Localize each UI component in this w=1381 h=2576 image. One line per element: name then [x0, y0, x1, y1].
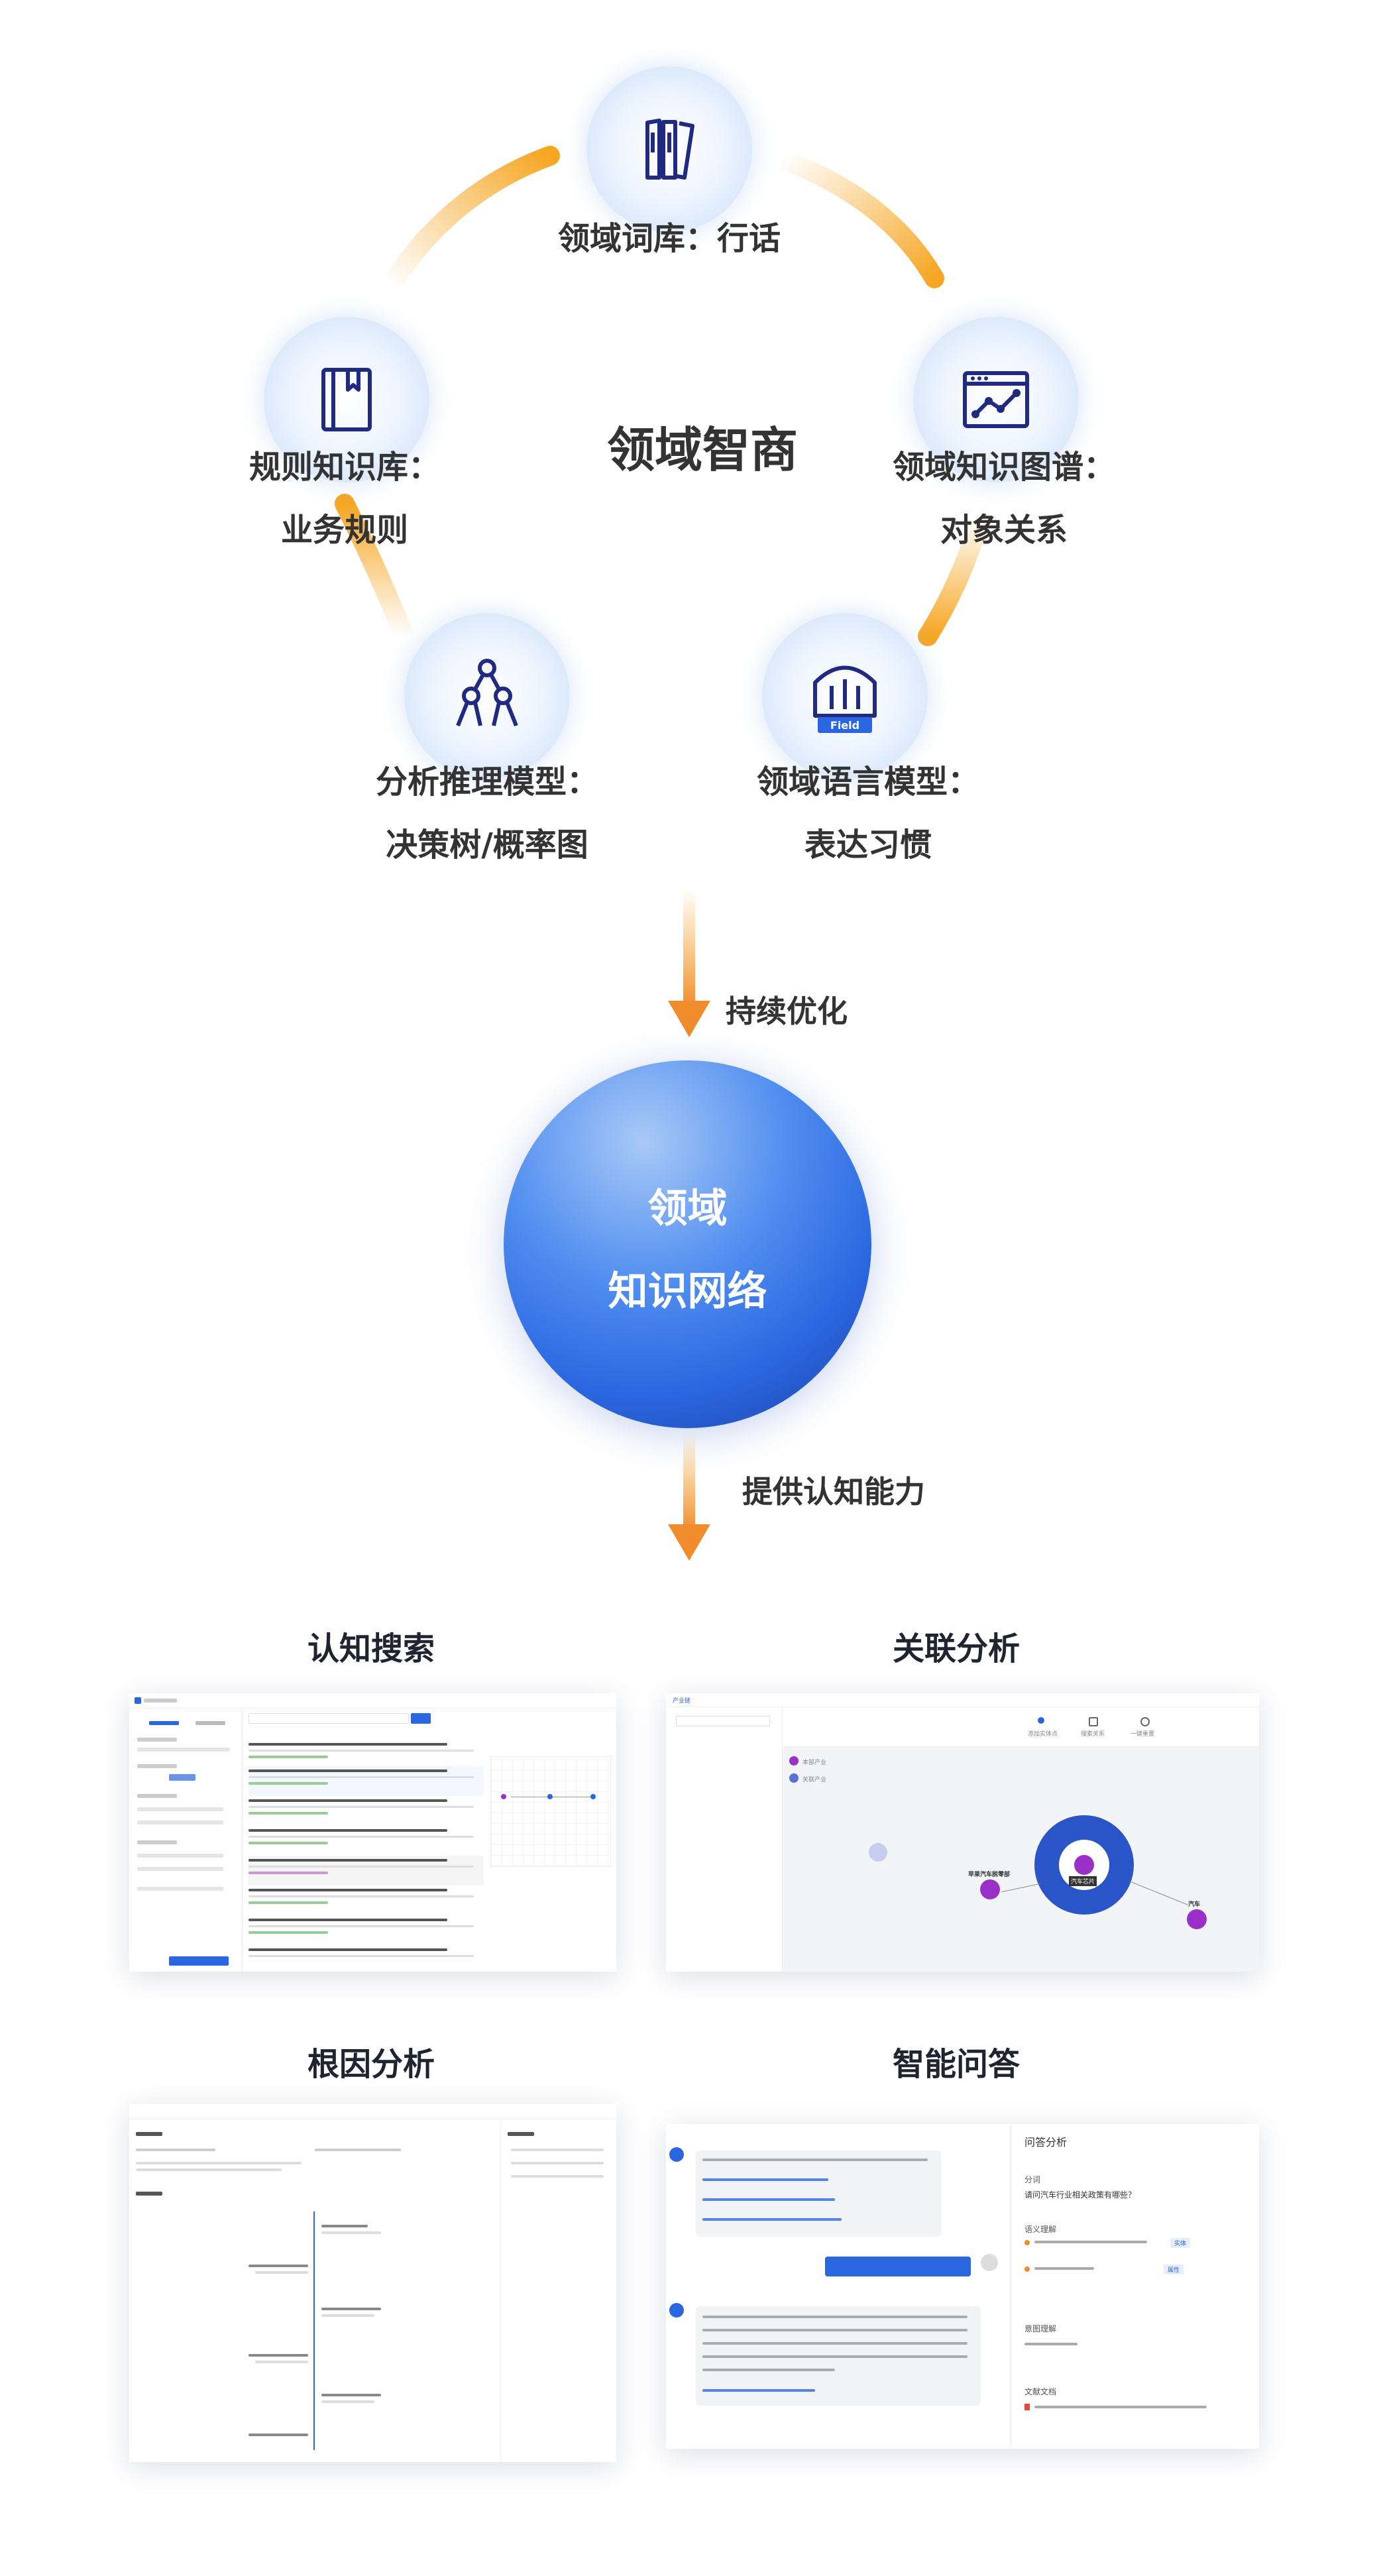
faded-node: [869, 1843, 887, 1862]
search-shot-results: [249, 1740, 484, 1965]
book-icon: [321, 368, 372, 431]
assoc-shot-sidebar: [666, 1707, 783, 1972]
field-badge: Field: [830, 719, 859, 732]
language-label-1: 领域语言模型：: [756, 763, 979, 801]
assoc-sidebar-title: 产业链: [673, 1698, 691, 1705]
arc-top-right: [772, 149, 944, 288]
qa-section-1: 分词: [1024, 2175, 1041, 2184]
center-title: 领域智商: [606, 422, 798, 478]
tree-icon: [456, 659, 518, 727]
search-shot-button: [411, 1713, 431, 1724]
legend-label-1: 本部产业: [802, 1760, 827, 1766]
node-right-label: 汽车: [1188, 1901, 1201, 1908]
qa-screenshot: 问答分析 分词 请问汽车行业相关政策有哪些？ 语义理解 实体 属性 意图理解 文…: [666, 2124, 1259, 2449]
popup-label: 汽车芯片: [1069, 1876, 1097, 1886]
language-label-2: 表达习惯: [804, 826, 932, 864]
arrow-optimize: [668, 888, 710, 1037]
qa-section-2: 语义理解: [1024, 2225, 1057, 2234]
reasoning-label-1: 分析推理模型：: [375, 763, 598, 801]
rootcause-side: [500, 2119, 616, 2462]
section-association-title: 关联分析: [892, 1630, 1020, 1667]
assoc-shot-canvas: 本部产业 关联产业 汽车芯片 苹果汽车脱零部 汽车: [783, 1747, 1259, 1972]
selected-node-ring: 汽车芯片: [1034, 1815, 1134, 1915]
assoc-shot-toolbar: 添加实体点 搜索关系 一键重置: [783, 1707, 1259, 1747]
legend-dot-blue: [789, 1773, 799, 1783]
assoc-toolbar-item-3: 一键重置: [1131, 1731, 1155, 1738]
arc-right: [918, 507, 991, 646]
qa-chat: [666, 2124, 1011, 2449]
qa-tag-entity: 实体: [1170, 2238, 1191, 2248]
search-shot-filter-panel: [129, 1708, 243, 1972]
knowledge-network-circle: 领域 知识网络: [504, 1060, 871, 1428]
qa-section-3: 意图理解: [1024, 2324, 1057, 2333]
line-chart-window-icon: [963, 371, 1029, 428]
search-shot-graph: [490, 1756, 611, 1867]
lexicon-node: [586, 66, 752, 232]
node-right: [1187, 1909, 1207, 1929]
section-rootcause-title: 根因分析: [307, 2046, 435, 2083]
rootcause-main: [129, 2119, 500, 2462]
assoc-toolbar-item-2: 搜索关系: [1081, 1731, 1105, 1738]
ring-arcs: [335, 146, 991, 646]
node-left: [980, 1879, 1000, 1899]
rules-node: [264, 317, 429, 482]
reasoning-node: [404, 613, 570, 779]
arc-left: [335, 494, 414, 646]
arrow-provide: [668, 1431, 710, 1561]
timeline-axis: [313, 2212, 315, 2450]
lexicon-label: 领域词库：行话: [557, 220, 781, 257]
legend-label-2: 关联产业: [802, 1777, 827, 1783]
field-icon: Field: [813, 665, 877, 733]
rootcause-screenshot: [129, 2104, 616, 2462]
search-screenshot: [129, 1693, 616, 1972]
graph-node: [913, 317, 1079, 482]
arc-top-left: [381, 146, 560, 295]
network-line-1: 领域: [647, 1186, 728, 1232]
association-screenshot: 产业链 添加实体点 搜索关系 一键重置 本部产业 关联产业 汽车芯片 苹果汽车脱…: [666, 1693, 1259, 1972]
qa-panel-title: 问答分析: [1024, 2136, 1068, 2149]
section-search-title: 认知搜索: [307, 1630, 435, 1667]
rules-label-1: 规则知识库：: [249, 449, 440, 486]
section-qa-title: 智能问答: [892, 2046, 1020, 2083]
search-shot-input: [249, 1713, 409, 1724]
reasoning-label-2: 决策树/概率图: [386, 826, 588, 864]
rules-label-2: 业务规则: [280, 512, 408, 549]
qa-section-4: 文献文档: [1024, 2387, 1057, 2396]
assoc-shot-header: 产业链: [666, 1693, 1259, 1707]
assoc-toolbar-item-1: 添加实体点: [1028, 1731, 1058, 1738]
search-shot-header: [129, 1693, 616, 1708]
node-left-label: 苹果汽车脱零部: [968, 1872, 1011, 1878]
qa-analysis-panel: 问答分析 分词 请问汽车行业相关政策有哪些？ 语义理解 实体 属性 意图理解 文…: [1011, 2124, 1259, 2449]
graph-label-1: 领域知识图谱：: [892, 449, 1115, 486]
graph-label-2: 对象关系: [940, 512, 1068, 549]
optimize-label: 持续优化: [726, 993, 848, 1029]
network-line-2: 知识网络: [608, 1268, 767, 1315]
qa-question: 请问汽车行业相关政策有哪些？: [1024, 2190, 1136, 2200]
language-node: Field: [762, 613, 928, 779]
provide-label: 提供认知能力: [742, 1474, 925, 1510]
books-icon: [645, 119, 694, 180]
legend-dot-purple: [789, 1756, 799, 1765]
qa-tag-attr: 属性: [1164, 2265, 1184, 2274]
